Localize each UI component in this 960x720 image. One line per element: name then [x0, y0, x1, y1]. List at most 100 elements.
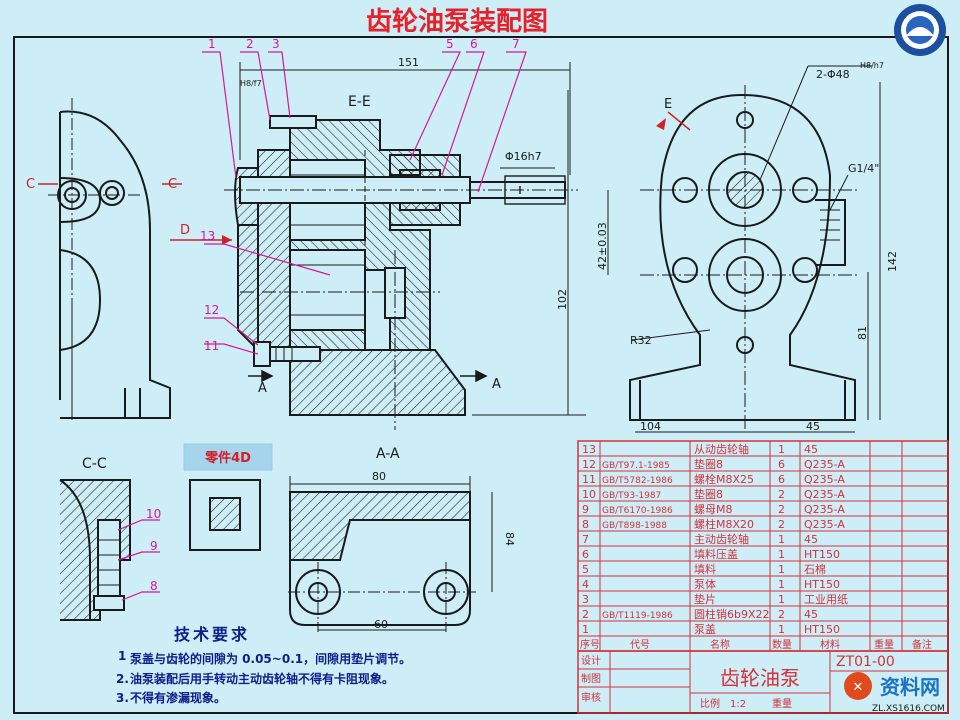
bom-cell: Q235-A — [804, 488, 845, 501]
title-block-design: 设计 — [581, 654, 601, 667]
bom-cell: 螺柱M8X20 — [694, 517, 754, 531]
balloon-numbers: 1 2 3 5 6 7 13 12 11 — [200, 37, 520, 353]
cc-view-drawing — [59, 479, 131, 621]
bom-cell: 2 — [582, 608, 589, 621]
bom-cell: GB/T93-1987 — [602, 491, 661, 501]
svg-text:✕: ✕ — [853, 680, 864, 695]
section-c-right: C — [168, 177, 177, 192]
dim-102: 102 — [556, 289, 569, 310]
title-block-scale-label: 比例 — [700, 697, 720, 710]
bom-header-cell: 材料 — [820, 638, 840, 651]
dim-45: 45 — [806, 420, 820, 433]
bom-cell: 工业用纸 — [804, 593, 848, 606]
dim-phi16h7: Φ16h7 — [505, 150, 542, 163]
title-block-draw: 制图 — [581, 672, 601, 685]
bom-cell: GB/T6170-1986 — [602, 506, 673, 516]
section-d: D — [180, 223, 190, 238]
bom-cell: 2 — [778, 518, 785, 531]
dim-142: 142 — [886, 251, 899, 272]
bom-cell: 泵体 — [694, 577, 716, 591]
section-c-left: C — [26, 177, 35, 192]
bom-header-cell: 备注 — [912, 638, 932, 651]
aa-dimensions — [289, 476, 493, 631]
balloon-1: 1 — [208, 37, 216, 51]
bom-header-cell: 重量 — [874, 638, 894, 651]
balloon-13: 13 — [200, 229, 215, 243]
title-block-frame — [577, 650, 949, 714]
title-block-scale: 1:2 — [730, 699, 746, 710]
cutting-plane-a — [248, 369, 488, 383]
section-ee: E-E — [348, 94, 371, 110]
bom-cell: 1 — [778, 578, 785, 591]
bom-cell: 10 — [582, 488, 596, 501]
bom-cell: GB/T898-1988 — [602, 521, 667, 531]
section-cc-view: C-C — [82, 456, 107, 472]
bom-cell: 6 — [582, 548, 589, 561]
bom-cell: HT150 — [804, 578, 840, 591]
dim-2phi48: 2-Φ48 — [816, 68, 850, 81]
tech-heading: 技术要求 — [174, 625, 250, 644]
arrow-e — [667, 111, 691, 131]
bom-cell: 3 — [582, 593, 589, 606]
dim-80: 80 — [372, 470, 386, 483]
bom-cell: 6 — [778, 473, 785, 486]
right-centerlines — [640, 85, 860, 430]
dim-60: 60 — [374, 618, 388, 631]
left-side-view — [48, 98, 171, 420]
dim-fit-h8f7: H8/f7 — [240, 79, 262, 88]
part-label-box — [183, 443, 273, 471]
bom-cell: Q235-A — [804, 458, 845, 471]
bom-cell: HT150 — [804, 623, 840, 636]
bom-cell: 2 — [778, 503, 785, 516]
bom-cell: 6 — [778, 458, 785, 471]
dim-fit-h8h7: H8/h7 — [860, 61, 884, 70]
main-dimensions — [239, 62, 586, 416]
tech-line-1: 泵盖与齿轮的间隙为 0.05~0.1，间隙用垫片调节。 — [130, 651, 411, 666]
bom-cell: 1 — [778, 593, 785, 606]
arrow-e-head — [656, 118, 666, 130]
page-title: 齿轮油泵装配图 — [366, 7, 548, 37]
section-e-arrow: E — [664, 97, 672, 112]
dim-g14: G1/4" — [848, 162, 879, 175]
bom-cell: 4 — [582, 578, 589, 591]
part-label-text: 零件4D — [204, 450, 251, 466]
watermark-brand: 资料网 — [880, 675, 940, 699]
bom-cell: GB/T1119-1986 — [602, 611, 673, 621]
bom-cell: 填料 — [694, 562, 716, 576]
bom-cell: 1 — [778, 563, 785, 576]
bom-cell: 8 — [582, 518, 589, 531]
bom-cell: Q235-A — [804, 473, 845, 486]
title-block-name: 齿轮油泵 — [720, 666, 800, 690]
bom-cell: 12 — [582, 458, 596, 471]
balloon-8: 8 — [150, 579, 158, 593]
dim-104: 104 — [640, 420, 661, 433]
bom-cell: 主动齿轮轴 — [694, 532, 749, 546]
main-centerlines — [224, 189, 578, 430]
balloon-10: 10 — [146, 507, 161, 521]
dim-84: 84 — [503, 532, 516, 546]
bom-cell: 7 — [582, 533, 589, 546]
tech-line-2: 油泵装配后用手转动主动齿轮轴不得有卡阻现象。 — [130, 671, 394, 686]
drawing-frame — [13, 36, 949, 714]
watermark-logo: ✕ — [844, 672, 872, 700]
bom-cell: 泵盖 — [694, 622, 716, 636]
bom-cell: 从动齿轮轴 — [694, 442, 749, 456]
section-a-left: A — [258, 381, 267, 396]
bom-cell: 13 — [582, 443, 596, 456]
bom-cell: 1 — [778, 443, 785, 456]
balloon-7: 7 — [512, 37, 520, 51]
bom-cell: 螺栓M8X25 — [694, 472, 754, 486]
dim-r32: R32 — [630, 334, 652, 347]
dim-151: 151 — [398, 56, 419, 69]
cc-balloon-leaders — [117, 519, 160, 601]
bom-cell: 45 — [804, 443, 818, 456]
bom-cell: 45 — [804, 533, 818, 546]
bom-cell: 1 — [778, 623, 785, 636]
tech-line-3-num: 3. — [116, 691, 129, 705]
balloon-6: 6 — [470, 37, 478, 51]
nut-detail — [189, 479, 261, 551]
bom-cell: 垫圈8 — [694, 487, 723, 501]
balloon-12: 12 — [204, 303, 219, 317]
right-dimensions — [607, 65, 881, 433]
